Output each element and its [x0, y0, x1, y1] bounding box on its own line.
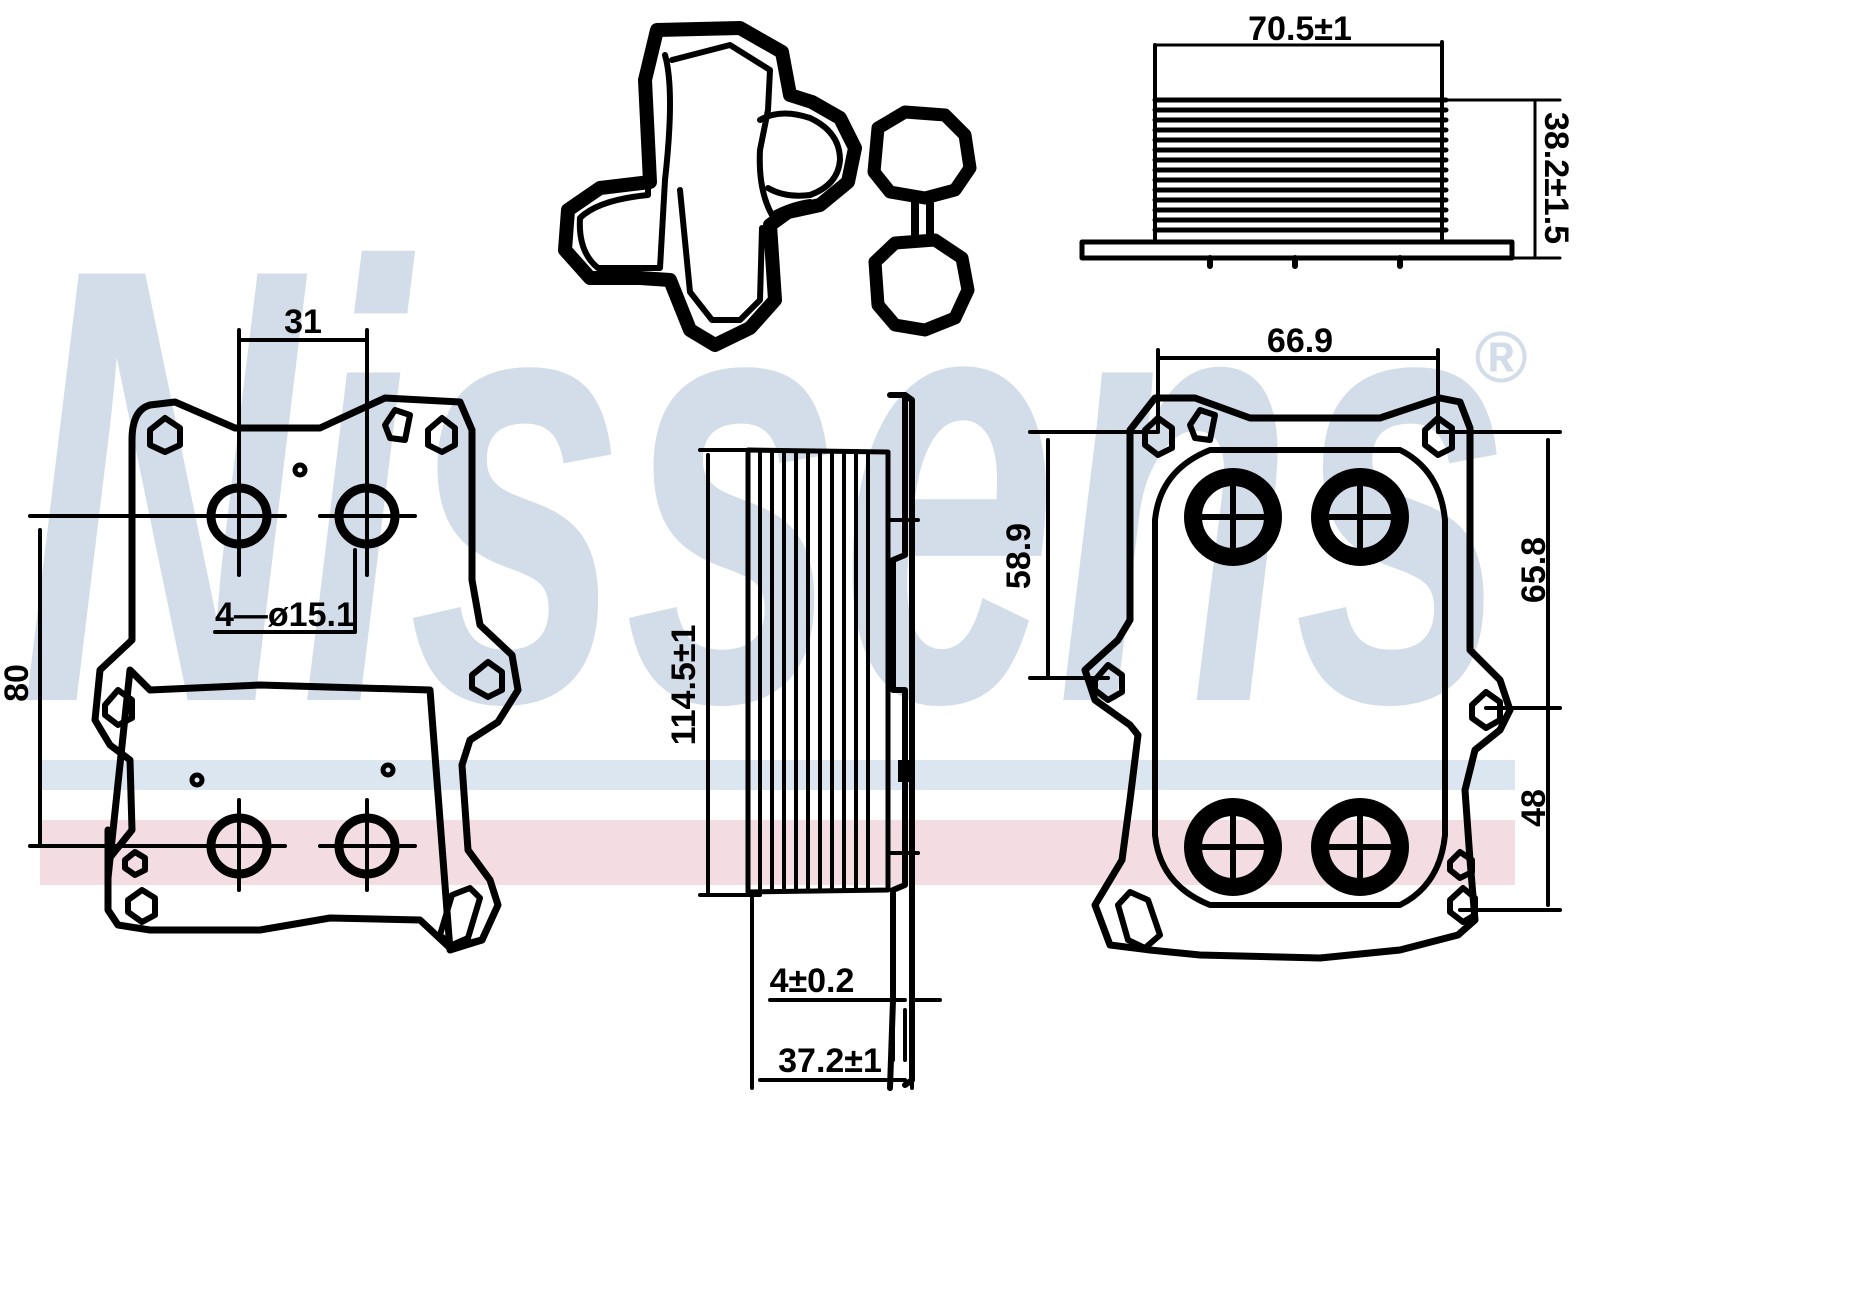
back-view: 66.9 58.9 65.8 48 — [1000, 322, 1562, 962]
gasket-set — [558, 21, 977, 352]
dim-top-height: 38.2±1.5 — [1537, 112, 1575, 244]
front-mount-hole-ml — [102, 687, 135, 728]
front-mount-hole-bl2 — [125, 887, 158, 925]
front-view: 31 4—ø15.1 80 — [0, 303, 522, 954]
dim-front-hole-callout: 4—ø15.1 — [215, 596, 355, 634]
side-view-fitting — [898, 760, 912, 782]
back-mount-hole-br2 — [1447, 885, 1478, 925]
back-mount-hole-mr — [1469, 689, 1503, 731]
dim-back-right-lower: 48 — [1515, 789, 1553, 827]
front-mount-hole-bl — [122, 849, 148, 878]
front-mount-slot-br — [437, 885, 483, 948]
dim-back-right-upper: 65.8 — [1515, 537, 1553, 603]
dim-front-height: 80 — [0, 664, 36, 702]
dim-top-width: 70.5±1 — [1248, 10, 1352, 48]
back-view-outline — [1081, 394, 1514, 962]
dim-side-height: 114.5±1 — [665, 625, 703, 746]
dim-side-width: 37.2±1 — [778, 1042, 882, 1080]
back-mount-hole-ml — [1092, 662, 1125, 703]
registered-mark: ® — [1473, 318, 1527, 398]
watermark-stripe-blue — [40, 760, 1515, 790]
front-view-outline — [104, 394, 522, 954]
front-small-hole-2 — [189, 772, 205, 788]
dim-back-left-height: 58.9 — [1000, 523, 1038, 589]
front-mount-hole-mr — [469, 659, 505, 700]
top-view: 70.5±1 38.2±1.5 — [1079, 10, 1575, 269]
back-mount-slot-bl — [1115, 889, 1163, 951]
dim-back-width: 66.9 — [1267, 322, 1333, 360]
large-gasket — [558, 21, 862, 352]
back-mount-slot — [1187, 407, 1218, 443]
side-view: 114.5±1 4±0.2 37.2±1 — [665, 392, 942, 1091]
front-mount-slot — [382, 407, 413, 443]
front-small-hole-3 — [380, 762, 396, 778]
side-view-plate — [887, 392, 908, 1091]
dim-front-hole-spacing: 31 — [284, 303, 322, 341]
front-mount-hole-tl — [147, 415, 183, 455]
dim-side-flange: 4±0.2 — [770, 962, 855, 1000]
ring-gaskets — [867, 105, 977, 337]
back-mount-hole-br — [1447, 849, 1475, 881]
front-mount-hole-tr — [425, 415, 458, 455]
front-small-hole-1 — [292, 462, 308, 478]
